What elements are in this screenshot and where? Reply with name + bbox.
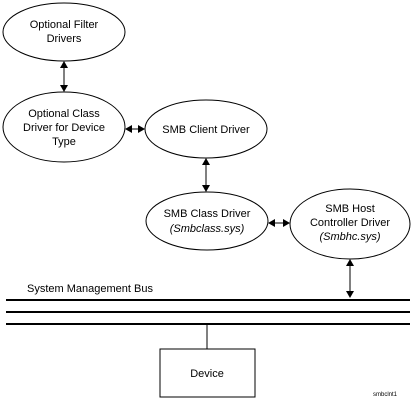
class-optional-line3: Type xyxy=(52,136,76,148)
figure-tag: smbclnt1 xyxy=(373,392,398,398)
system-management-bus xyxy=(6,299,410,325)
client-line1: SMB Client Driver xyxy=(162,124,250,136)
arrow-smbclass-to-host xyxy=(268,219,290,227)
class-optional-line1: Optional Class xyxy=(28,108,100,120)
arrow-filter-to-class xyxy=(60,61,68,92)
arrow-client-to-smbclass xyxy=(202,158,210,192)
device-node: Device xyxy=(159,348,256,398)
smb-client-driver-node: SMB Client Driver xyxy=(144,99,268,159)
device-label: Device xyxy=(190,368,224,380)
smb-class-line1: SMB Class Driver xyxy=(164,208,251,220)
host-line1: SMB Host xyxy=(325,203,375,215)
class-optional-line2: Driver for Device xyxy=(23,122,105,134)
host-line3: (Smbhc.sys) xyxy=(319,231,380,243)
filter-line2: Drivers xyxy=(47,33,82,45)
optional-filter-drivers-node: Optional Filter Drivers xyxy=(2,2,126,62)
smb-class-driver-node: SMB Class Driver (Smbclass.sys) xyxy=(145,191,269,251)
smb-host-controller-node: SMB Host Controller Driver (Smbhc.sys) xyxy=(289,188,411,260)
smb-class-line2: (Smbclass.sys) xyxy=(170,223,245,235)
bus-label: System Management Bus xyxy=(27,283,153,295)
optional-class-driver-node: Optional Class Driver for Device Type xyxy=(2,91,126,163)
arrow-class-to-client xyxy=(125,125,145,133)
filter-line1: Optional Filter xyxy=(30,19,99,31)
arrow-host-to-bus xyxy=(346,259,354,298)
host-line2: Controller Driver xyxy=(310,217,390,229)
